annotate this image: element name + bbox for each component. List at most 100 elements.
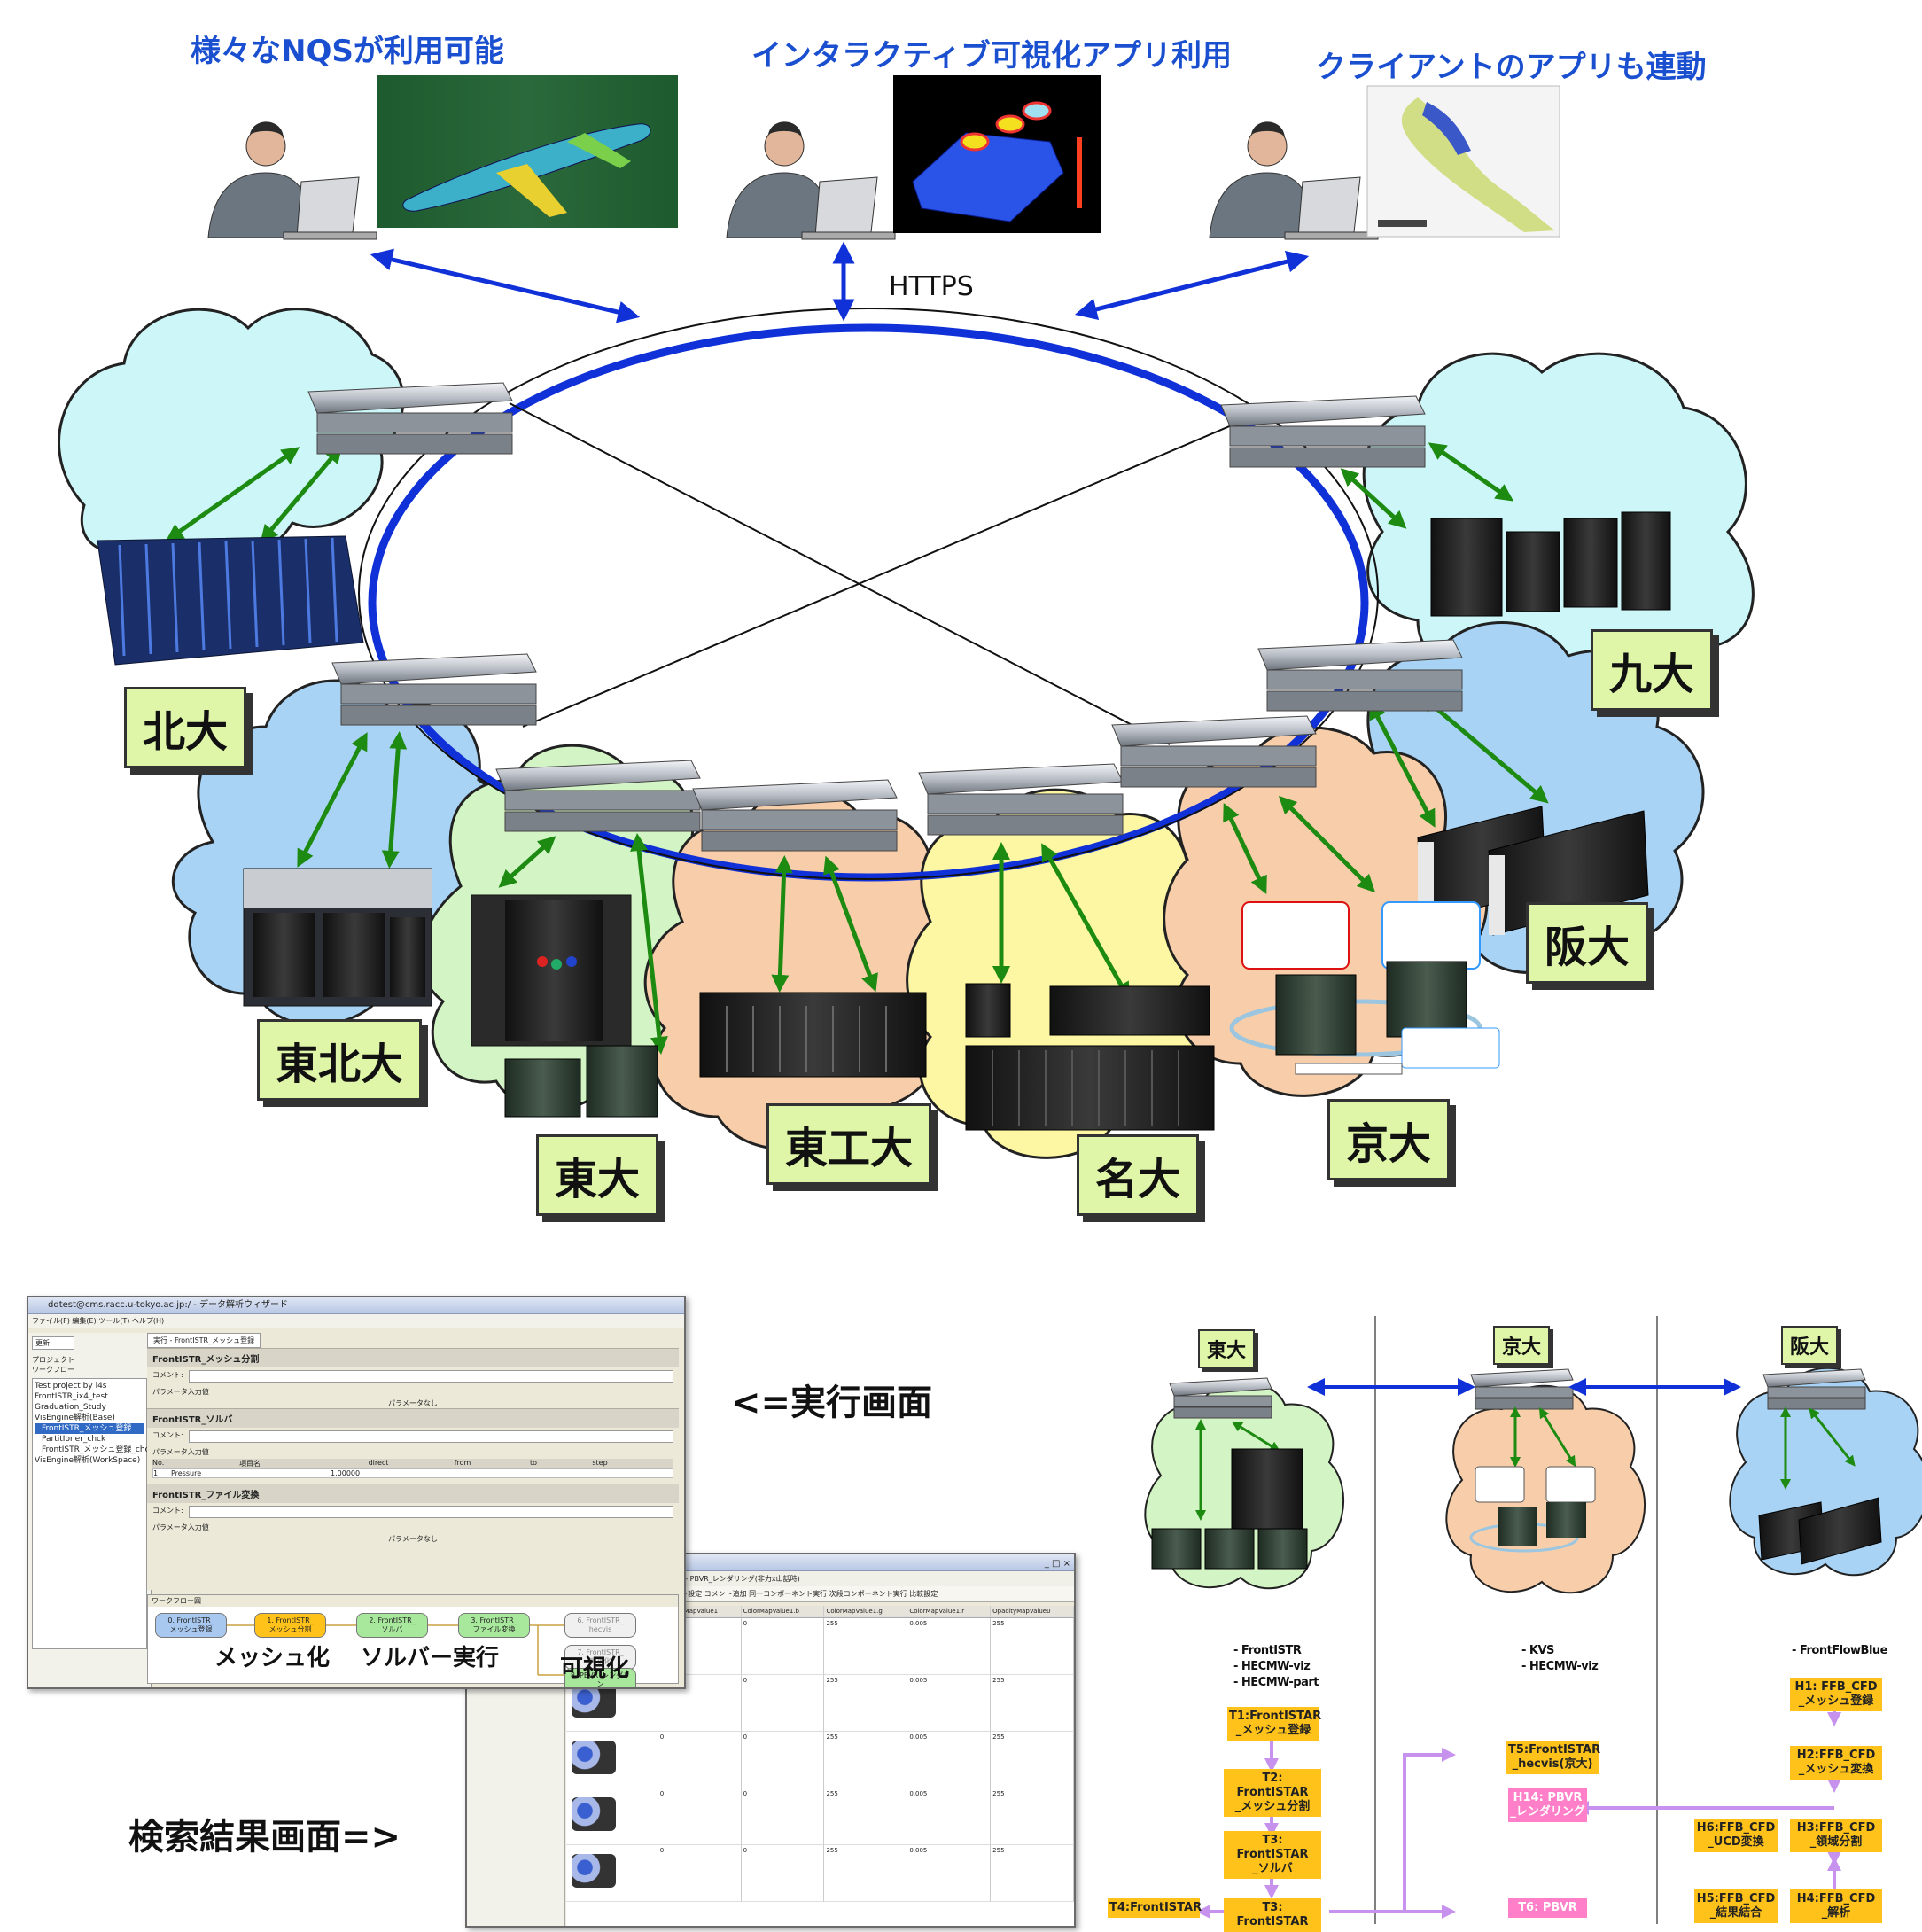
panel-file-convert: FrontISTR_ファイル変換	[147, 1484, 679, 1503]
table-cell: 255	[824, 1618, 908, 1675]
task-h14[interactable]: H14: PBVR _レンダリング	[1508, 1788, 1587, 1822]
tree-item[interactable]: FrontISTR_ix4_test	[35, 1392, 108, 1401]
exec-screen-label: <=実行画面	[731, 1383, 933, 1423]
exec-left-pane: 更新 プロジェクト ワークフロー Test project by i4s Fro…	[28, 1333, 154, 1687]
task-t5[interactable]: T5:FrontISTAR _hecvis(京大)	[1506, 1741, 1600, 1774]
comment-field[interactable]	[188, 1506, 673, 1518]
thumbnail-cell	[566, 1732, 658, 1788]
user-center	[726, 121, 896, 240]
supercomputer-hokudai	[97, 535, 364, 666]
tree-item[interactable]: VisEngine解析(Base)	[35, 1414, 115, 1422]
project-label: プロジェクト	[32, 1356, 74, 1364]
table-cell: 255	[824, 1845, 908, 1902]
param-cell: Pressure	[171, 1469, 202, 1477]
params-label: パラメータ入力値	[152, 1523, 209, 1531]
param-cell[interactable]	[499, 1469, 570, 1477]
task-t6[interactable]: T6: PBVR	[1508, 1898, 1587, 1918]
grid-header[interactable]: OpacityMapValue0	[991, 1606, 1074, 1617]
grid-header[interactable]: OpacityMapValue1	[658, 1606, 742, 1617]
param-cell[interactable]: 1.00000	[331, 1469, 361, 1477]
tree-item-selected[interactable]: FrontISTR_メッシュ登録	[35, 1423, 144, 1434]
param-col: direct	[368, 1459, 389, 1467]
workflow-node-file-convert[interactable]: 3. FrontISTR_ ファイル変換	[458, 1613, 530, 1638]
param-col: to	[529, 1459, 538, 1467]
exec-menu[interactable]: ファイル(F) 編集(E) ツール(T) ヘルプ(H)	[28, 1314, 684, 1328]
supercomputer-tokodai	[699, 992, 927, 1078]
grid-header[interactable]: ColorMapValue1.r	[907, 1606, 992, 1617]
label-tohoku: 東北大	[257, 1019, 423, 1101]
table-cell: 255	[991, 1618, 1074, 1675]
task-h6[interactable]: H6:FFB_CFD _UCD変換	[1694, 1819, 1778, 1852]
task-h3[interactable]: H3:FFB_CFD _領域分割	[1790, 1819, 1882, 1852]
refresh-button[interactable]: 更新	[32, 1336, 74, 1350]
tree-item[interactable]: VisEngine解析(WorkSpace)	[35, 1456, 141, 1465]
user-left	[207, 121, 377, 240]
label-meidai: 名大	[1077, 1134, 1200, 1216]
comment-field[interactable]	[188, 1370, 673, 1383]
workflow-canvas-title: ワークフロー図	[148, 1595, 678, 1607]
grid-header[interactable]: ColorMapValue1.b	[741, 1606, 825, 1617]
workflow-node-pbvr[interactable]: 8. PBVR_レンダリン グ(非力x山話時)	[564, 1668, 636, 1687]
task-t3-solver[interactable]: T3: FrontISTAR _ソルバ	[1224, 1831, 1321, 1879]
param-cell[interactable]	[428, 1469, 499, 1477]
workflow-node-mesh-partition[interactable]: 1. FrontISTR_ メッシュ分割	[254, 1613, 326, 1638]
task-h5[interactable]: H5:FFB_CFD _結果結合	[1694, 1889, 1778, 1923]
caption-visualization: インタラクティブ可視化アプリ利用	[751, 38, 1232, 74]
task-t4[interactable]: T4:FrontISTAR	[1108, 1898, 1202, 1918]
task-h1[interactable]: H1: FFB_CFD _メッシュ登録	[1790, 1678, 1882, 1711]
workflow-node-mesh-register[interactable]: 0. FrontISTR_ メッシュ登録	[155, 1613, 227, 1638]
grid-header[interactable]: ColorMapValue1.g	[824, 1606, 908, 1617]
green-arrows	[165, 442, 1549, 1055]
table-cell: 0	[741, 1732, 825, 1788]
thumbnail-cell	[566, 1845, 658, 1902]
wf-site-handai: 阪大	[1781, 1326, 1839, 1365]
task-h4[interactable]: H4:FFB_CFD _解析	[1790, 1889, 1882, 1923]
params-label: パラメータ入力値	[152, 1448, 209, 1456]
panel-solver: FrontISTR_ソルバ	[147, 1408, 679, 1428]
workflow-diagram-svg	[1144, 1316, 1922, 1924]
task-t2[interactable]: T2: FrontISTAR _メッシュ分割	[1224, 1769, 1321, 1817]
impeller-visualization	[893, 75, 1101, 233]
workflow-connectors	[226, 1624, 564, 1676]
table-cell: 0	[741, 1788, 825, 1845]
exec-tab[interactable]: 実行 - FrontISTR_メッシュ登録	[147, 1333, 261, 1348]
thumbnail-image	[572, 1684, 616, 1718]
thumbnail-image	[572, 1797, 616, 1831]
table-cell: 255	[991, 1675, 1074, 1732]
table-cell: 0	[658, 1788, 742, 1845]
table-cell: 0.005	[907, 1618, 992, 1675]
task-t3[interactable]: T3: FrontISTAR	[1224, 1898, 1321, 1932]
wf-site-kyodai: 京大	[1493, 1326, 1551, 1365]
label-kyodai: 京大	[1327, 1099, 1451, 1180]
comment-field[interactable]	[188, 1430, 673, 1443]
search-screen-label: 検索結果画面=>	[128, 1817, 401, 1858]
table-cell: 0.005	[907, 1675, 992, 1732]
workflow-node-hecvis[interactable]: 6. FrontISTR_ hecvis	[564, 1613, 636, 1638]
tree-item[interactable]: FrontISTR_メッシュ登録_chck	[42, 1445, 154, 1454]
params-label: パラメータ入力値	[152, 1388, 209, 1396]
comment-label: コメント:	[152, 1507, 183, 1515]
workflow-node-solver[interactable]: 2. FrontISTR_ ソルバ	[356, 1613, 428, 1638]
panel-mesh-partition: FrontISTR_メッシュ分割	[147, 1348, 679, 1367]
table-cell: 0.005	[907, 1788, 992, 1845]
comment-label: コメント:	[152, 1371, 183, 1379]
task-h2[interactable]: H2:FFB_CFD _メッシュ変換	[1790, 1746, 1882, 1780]
param-cell: 1	[153, 1469, 159, 1477]
thumbnail-cell	[566, 1675, 658, 1732]
workflow-node-visualize[interactable]: 7. FrontISTR_ 可視化	[564, 1645, 636, 1670]
task-t1[interactable]: T1:FrontISTAR _メッシュ登録	[1227, 1707, 1321, 1741]
cross-line-2	[522, 411, 1264, 728]
no-params: パラメータなし	[388, 1399, 438, 1407]
tree-item[interactable]: PartitIoner_chck	[42, 1435, 106, 1444]
tree-item[interactable]: Graduation_Study	[35, 1403, 106, 1412]
table-cell: 0	[658, 1845, 742, 1902]
user-right	[1209, 121, 1379, 240]
workflow-canvas: ワークフロー図 0. FrontISTR_ メッシュ登録 1. FrontIST…	[147, 1594, 679, 1687]
tree-item[interactable]: Test project by i4s	[35, 1382, 107, 1391]
param-cell[interactable]	[570, 1469, 632, 1477]
table-cell: 0	[658, 1732, 742, 1788]
